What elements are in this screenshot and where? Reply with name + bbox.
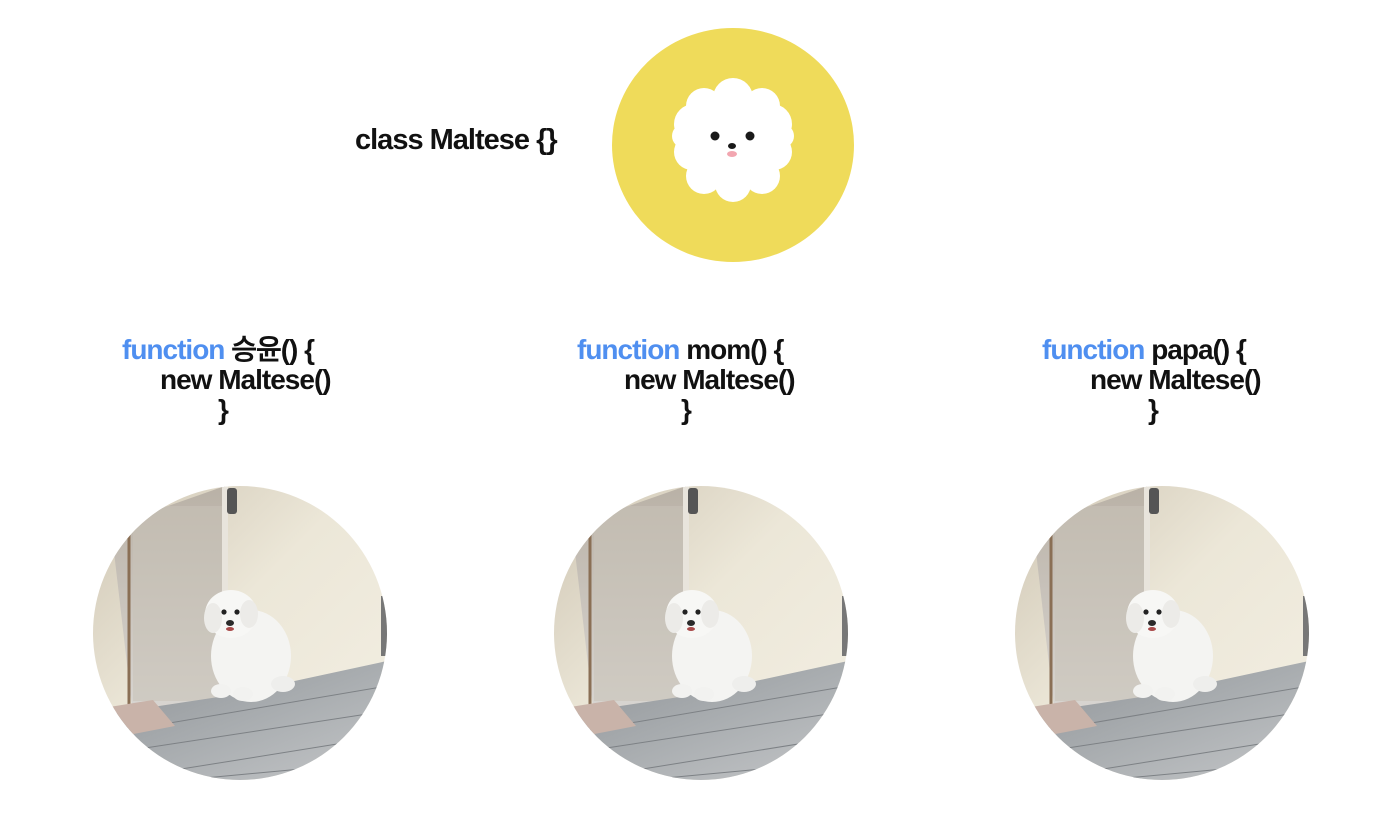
function-signature: function 승윤() { <box>122 335 331 365</box>
function-keyword: function <box>122 334 225 365</box>
function-name: papa() { <box>1151 334 1247 365</box>
function-block-mom: function mom() { new Maltese() } <box>577 335 796 425</box>
function-keyword: function <box>577 334 680 365</box>
maltese-dog-photo <box>93 486 387 780</box>
maltese-cartoon-icon <box>612 28 854 262</box>
function-block-papa: function papa() { new Maltese() } <box>1042 335 1262 425</box>
function-closing: } <box>218 394 229 425</box>
function-signature: function papa() { <box>1042 335 1261 365</box>
function-closing: } <box>1148 394 1159 425</box>
function-body: new Maltese() <box>160 364 332 395</box>
function-name: mom() { <box>686 334 784 365</box>
function-keyword: function <box>1042 334 1145 365</box>
function-closing: } <box>681 394 692 425</box>
maltese-dog-photo <box>1015 486 1309 780</box>
function-body: new Maltese() <box>624 364 796 395</box>
function-signature: function mom() { <box>577 335 795 365</box>
function-block-seungyun: function 승윤() { new Maltese() } <box>122 335 332 425</box>
function-body: new Maltese() <box>1090 364 1262 395</box>
class-declaration: class Maltese {} <box>355 124 558 156</box>
maltese-dog-photo <box>554 486 848 780</box>
function-name: 승윤() { <box>231 334 315 365</box>
